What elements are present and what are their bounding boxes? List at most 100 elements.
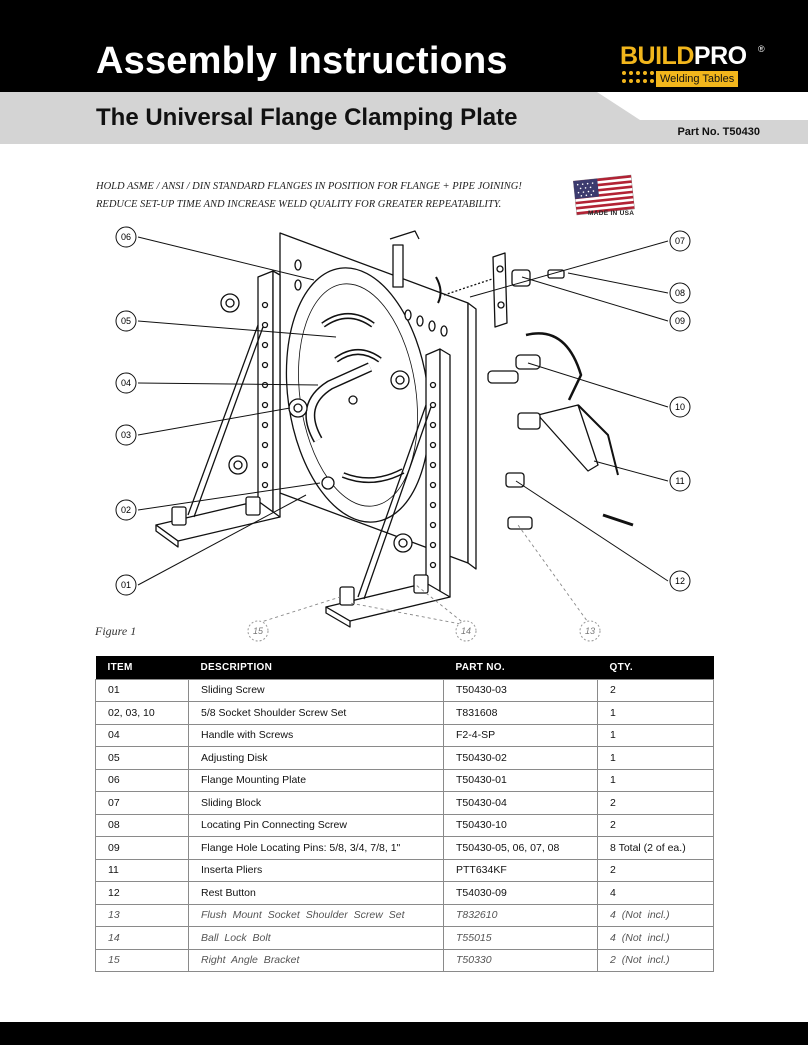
cell-part-no: PTT634KF xyxy=(443,858,598,882)
intro-text: HOLD ASME / ANSI / DIN STANDARD FLANGES … xyxy=(96,178,546,214)
svg-text:10: 10 xyxy=(675,402,685,412)
cell-item: 15 xyxy=(95,948,189,972)
cell-item: 14 xyxy=(95,926,189,950)
intro-line-1: HOLD ASME / ANSI / DIN STANDARD FLANGES … xyxy=(96,181,522,192)
svg-text:07: 07 xyxy=(675,236,685,246)
logo-dots-icon xyxy=(622,71,656,87)
intro-line-2: REDUCE SET-UP TIME AND INCREASE WELD QUA… xyxy=(96,199,502,210)
cell-qty: 2 xyxy=(597,678,714,702)
cell-item: 12 xyxy=(95,881,189,905)
cell-part-no: T50430-04 xyxy=(443,791,598,815)
table-header-row: ITEM DESCRIPTION PART NO. QTY. xyxy=(95,656,714,679)
cell-item: 02, 03, 10 xyxy=(95,701,189,725)
cell-qty: 4 xyxy=(597,881,714,905)
callout-01: 01 xyxy=(115,574,137,596)
svg-text:03: 03 xyxy=(121,430,131,440)
cell-qty: 2 xyxy=(597,858,714,882)
callout-10: 10 xyxy=(669,396,691,418)
cell-description: Sliding Screw xyxy=(188,678,444,702)
callout-05: 05 xyxy=(115,310,137,332)
cell-item: 01 xyxy=(95,678,189,702)
svg-text:11: 11 xyxy=(675,476,684,486)
callout-07: 07 xyxy=(669,230,691,252)
cell-part-no: T54030-09 xyxy=(443,881,598,905)
cell-qty: 1 xyxy=(597,768,714,792)
callout-06: 06 xyxy=(115,226,137,248)
buildpro-logo: BUILDPRO ® Welding Tables xyxy=(620,42,765,92)
logo-pro: PRO xyxy=(693,42,747,70)
page-subtitle: The Universal Flange Clamping Plate xyxy=(96,104,518,131)
callout-11: 11 xyxy=(669,470,691,492)
cell-part-no: T50430-03 xyxy=(443,678,598,702)
svg-text:02: 02 xyxy=(121,505,131,515)
column-header-qty: QTY. xyxy=(597,656,714,679)
cell-item: 04 xyxy=(95,723,189,747)
callout-13: 13 xyxy=(579,620,601,642)
cell-description: Ball Lock Bolt xyxy=(188,926,444,950)
cell-part-no: T50430-02 xyxy=(443,746,598,770)
cell-description: 5/8 Socket Shoulder Screw Set xyxy=(188,701,444,725)
logo-wordmark: BUILDPRO xyxy=(620,42,747,71)
svg-text:09: 09 xyxy=(675,316,685,326)
cell-item: 05 xyxy=(95,746,189,770)
svg-text:04: 04 xyxy=(121,378,131,388)
callout-14: 14 xyxy=(455,620,477,642)
svg-text:01: 01 xyxy=(121,580,131,590)
callout-09: 09 xyxy=(669,310,691,332)
cell-description: Flush Mount Socket Shoulder Screw Set xyxy=(188,903,444,927)
callout-03: 03 xyxy=(115,424,137,446)
cell-description: Locating Pin Connecting Screw xyxy=(188,813,444,837)
footer-bar xyxy=(0,1022,808,1045)
cell-description: Inserta Pliers xyxy=(188,858,444,882)
cell-item: 11 xyxy=(95,858,189,882)
cell-qty: 1 xyxy=(597,746,714,770)
cell-description: Handle with Screws xyxy=(188,723,444,747)
usa-flag-icon xyxy=(573,174,635,216)
cell-qty: 2 (Not incl.) xyxy=(597,948,714,972)
svg-text:14: 14 xyxy=(461,626,471,636)
cell-description: Flange Hole Locating Pins: 5/8, 3/4, 7/8… xyxy=(188,836,444,860)
cell-description: Rest Button xyxy=(188,881,444,905)
cell-description: Right Angle Bracket xyxy=(188,948,444,972)
page-title: Assembly Instructions xyxy=(96,40,508,82)
svg-text:06: 06 xyxy=(121,232,131,242)
cell-part-no: T50430-01 xyxy=(443,768,598,792)
cell-item: 06 xyxy=(95,768,189,792)
cell-item: 07 xyxy=(95,791,189,815)
cell-description: Adjusting Disk xyxy=(188,746,444,770)
cell-part-no: T832610 xyxy=(443,903,598,927)
cell-qty: 1 xyxy=(597,723,714,747)
svg-text:13: 13 xyxy=(585,626,595,636)
svg-text:15: 15 xyxy=(253,626,264,636)
exploded-assembly-diagram: 06 05 04 03 02 01 07 08 09 10 11 12 15 1… xyxy=(115,226,691,642)
cell-part-no: T831608 xyxy=(443,701,598,725)
column-header-item: ITEM xyxy=(95,656,189,679)
made-in-usa-label: MADE IN USA xyxy=(588,210,635,217)
cell-qty: 2 xyxy=(597,813,714,837)
svg-text:05: 05 xyxy=(121,316,131,326)
logo-build: BUILD xyxy=(620,42,694,70)
column-header-description: DESCRIPTION xyxy=(188,656,444,679)
cell-part-no: T50330 xyxy=(443,948,598,972)
figure-caption: Figure 1 xyxy=(95,624,137,638)
column-header-part-no: PART NO. xyxy=(443,656,598,679)
svg-text:12: 12 xyxy=(675,576,685,586)
cell-description: Flange Mounting Plate xyxy=(188,768,444,792)
logo-registered-mark: ® xyxy=(758,44,765,54)
cell-qty: 4 (Not incl.) xyxy=(597,903,714,927)
callout-15: 15 xyxy=(247,620,269,642)
logo-tagline: Welding Tables xyxy=(656,71,739,87)
